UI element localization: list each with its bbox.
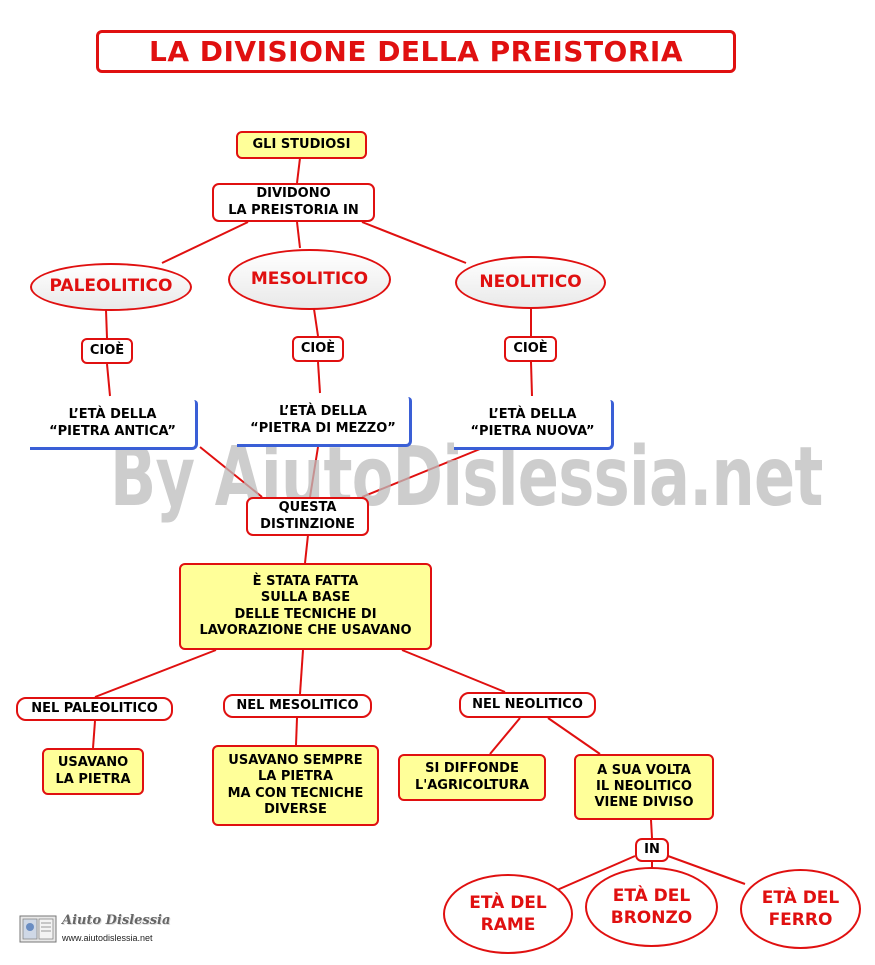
ellipse-eta-rame: ETÀ DEL RAME: [443, 874, 573, 954]
node-nel-mesolitico: NEL MESOLITICO: [223, 694, 372, 718]
node-in: IN: [635, 838, 669, 862]
node-dividono: DIVIDONO LA PREISTORIA IN: [212, 183, 375, 222]
node-questa-distinzione: QUESTA DISTINZIONE: [246, 497, 369, 536]
node-cioe-mesolitico: CIOÈ: [292, 336, 344, 362]
node-usavano-sempre: USAVANO SEMPRE LA PIETRA MA CON TECNICHE…: [212, 745, 379, 826]
node-eta-pietra-antica: L’ETÀ DELLA “PIETRA ANTICA”: [30, 400, 198, 450]
ellipse-neolitico: NEOLITICO: [455, 256, 606, 309]
ellipse-eta-bronzo: ETÀ DEL BRONZO: [585, 867, 718, 947]
node-usavano-pietra: USAVANO LA PIETRA: [42, 748, 144, 795]
ellipse-mesolitico: MESOLITICO: [228, 249, 391, 310]
node-eta-pietra-nuova: L’ETÀ DELLA “PIETRA NUOVA”: [454, 400, 614, 450]
node-gli-studiosi: GLI STUDIOSI: [236, 131, 367, 159]
page-title: LA DIVISIONE DELLA PREISTORIA: [96, 30, 736, 73]
node-cioe-paleolitico: CIOÈ: [81, 338, 133, 364]
node-cioe-neolitico: CIOÈ: [504, 336, 557, 362]
node-stata-fatta: È STATA FATTA SULLA BASE DELLE TECNICHE …: [179, 563, 432, 650]
node-eta-pietra-mezzo: L’ETÀ DELLA “PIETRA DI MEZZO”: [237, 397, 412, 447]
ellipse-eta-ferro: ETÀ DEL FERRO: [740, 869, 861, 949]
aiutodislessia-logo: Aiuto Dislessia www.aiutodislessia.net: [18, 912, 178, 948]
ellipse-paleolitico: PALEOLITICO: [30, 263, 192, 311]
node-neolitico-diviso: A SUA VOLTA IL NEOLITICO VIENE DIVISO: [574, 754, 714, 820]
node-nel-paleolitico: NEL PALEOLITICO: [16, 697, 173, 721]
node-nel-neolitico: NEL NEOLITICO: [459, 692, 596, 718]
logo-name: Aiuto Dislessia: [62, 913, 171, 928]
logo-url: www.aiutodislessia.net: [62, 933, 153, 943]
book-icon: [19, 915, 57, 943]
node-agricoltura: SI DIFFONDE L'AGRICOLTURA: [398, 754, 546, 801]
